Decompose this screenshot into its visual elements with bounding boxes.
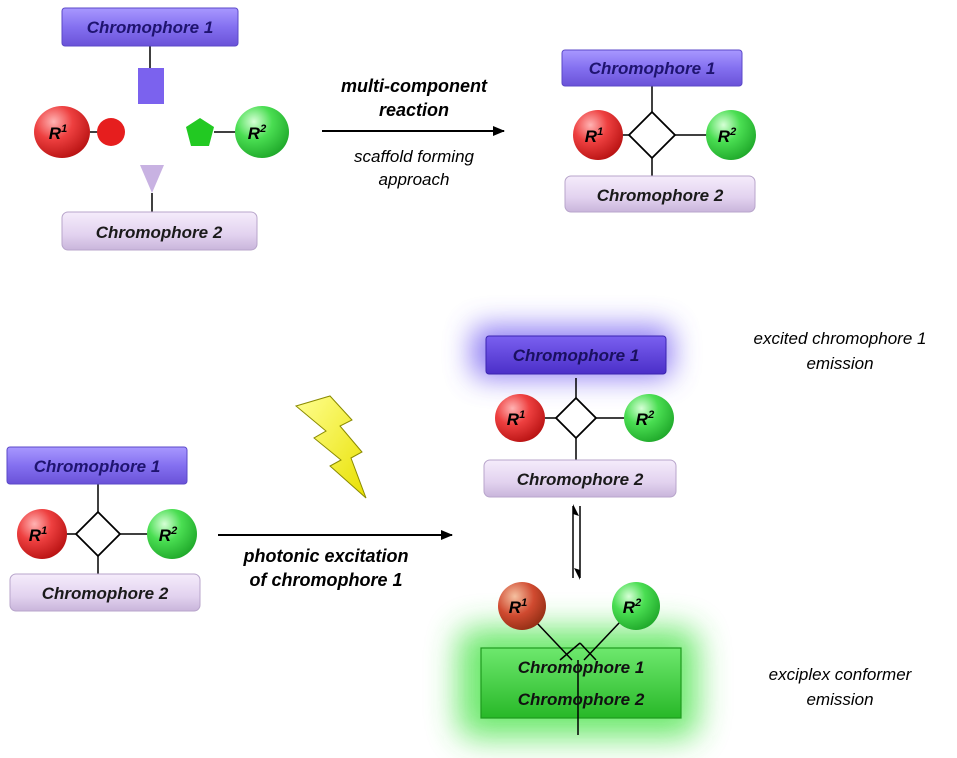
scaffold-square	[627, 110, 677, 160]
ground-r2-sphere	[147, 509, 197, 559]
product-r2-sphere	[706, 110, 756, 160]
excited-scaffold-square	[554, 396, 598, 440]
mcr-title-line2: reaction	[379, 100, 449, 120]
mcr-title-line1: multi-component	[341, 76, 488, 96]
exciplex-emission-line1: exciplex conformer	[769, 665, 913, 684]
ground-r1-sphere	[17, 509, 67, 559]
ground-chromophore-1-label: Chromophore 1	[34, 457, 161, 476]
lightning-bolt-icon	[294, 395, 367, 499]
excitation-arrow-group: photonic excitation of chromophore 1	[218, 395, 453, 590]
pentagon-reactive-group	[186, 118, 214, 146]
excited-r1-sphere	[495, 394, 545, 442]
product-chromophore-1-box	[561, 49, 743, 87]
excited-chromophore-1-box	[485, 335, 667, 375]
product-chromophore-2-box	[564, 175, 756, 213]
chromophore-1-box	[61, 7, 239, 47]
building-blocks-group: Chromophore 1 R1 R2 Chromophore 2	[34, 7, 289, 251]
excited-r2-sphere	[624, 394, 674, 442]
ground-chromophore-2-label: Chromophore 2	[42, 584, 169, 603]
exciplex-group: R1 R2 Chromophore 1 Chromophore 2 excipl…	[458, 582, 913, 738]
ground-state-group: Chromophore 1 R1 R2 Chromophore 2	[6, 446, 201, 612]
exciplex-r1-sphere	[498, 582, 546, 630]
mcr-sub-line2: approach	[379, 170, 450, 189]
r1-sphere	[34, 106, 90, 158]
equilibrium-arrows	[572, 504, 581, 580]
mcr-arrow-group: multi-component reaction scaffold formin…	[322, 76, 505, 189]
excited-chromophore-1-label: Chromophore 1	[513, 346, 640, 365]
chromophore-2-box	[61, 211, 258, 251]
ground-chromophore-1-box	[6, 446, 188, 485]
exciplex-r1-label: R1	[509, 597, 527, 617]
exciplex-emission-line2: emission	[806, 690, 873, 709]
product-r1-sphere	[573, 110, 623, 160]
r2-label: R2	[248, 123, 266, 143]
ground-r1-label: R1	[29, 525, 47, 545]
exciplex-r2-label: R2	[623, 597, 641, 617]
excited-state-group: Chromophore 1 R1 R2 Chromophore 2 excite…	[472, 326, 927, 498]
exciplex-box	[480, 647, 682, 719]
ground-r2-label: R2	[159, 525, 177, 545]
circle-reactive-group	[97, 118, 125, 146]
exciplex-chromophore-2-label: Chromophore 2	[518, 690, 645, 709]
ground-scaffold-square	[74, 510, 122, 558]
excited-chromophore-2-box	[483, 459, 677, 498]
chromophore-2-label: Chromophore 2	[96, 223, 223, 242]
excitation-line2: of chromophore 1	[249, 570, 402, 590]
excited-emission-line1: excited chromophore 1	[754, 329, 927, 348]
triangle-reactive-group	[140, 165, 164, 193]
exciplex-chromophore-1-label: Chromophore 1	[518, 658, 645, 677]
r2-sphere	[235, 106, 289, 158]
mcr-product-group: Chromophore 1 R1 R2 Chromophore 2	[561, 49, 756, 213]
exciplex-r2-sphere	[612, 582, 660, 630]
square-reactive-group	[138, 68, 164, 104]
product-r2-label: R2	[718, 126, 736, 146]
chromophore-1-label: Chromophore 1	[87, 18, 214, 37]
product-r1-label: R1	[585, 126, 603, 146]
ground-chromophore-2-box	[9, 573, 201, 612]
excitation-line1: photonic excitation	[242, 546, 408, 566]
r1-label: R1	[49, 123, 67, 143]
mcr-sub-line1: scaffold forming	[354, 147, 475, 166]
excited-emission-line2: emission	[806, 354, 873, 373]
excited-r2-label: R2	[636, 409, 654, 429]
excited-chromophore-2-label: Chromophore 2	[517, 470, 644, 489]
product-chromophore-2-label: Chromophore 2	[597, 186, 724, 205]
product-chromophore-1-label: Chromophore 1	[589, 59, 716, 78]
excited-r1-label: R1	[507, 409, 525, 429]
